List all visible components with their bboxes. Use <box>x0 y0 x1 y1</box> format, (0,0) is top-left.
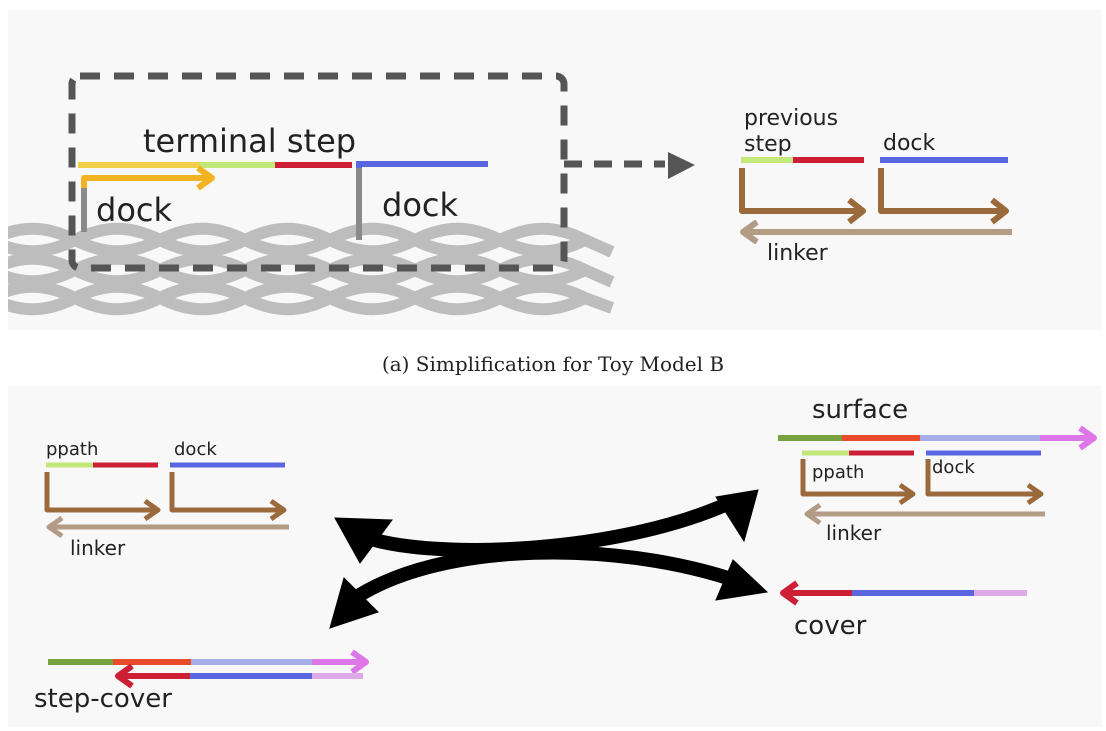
reaction-arrows <box>329 489 769 629</box>
step-cover-magenta-arrow <box>312 649 369 675</box>
linker-label-left: linker <box>70 536 126 560</box>
ppath-label-left: ppath <box>46 439 98 460</box>
dock-label-left: dock <box>96 191 172 229</box>
cover-label: cover <box>794 611 867 641</box>
dock-label-right: dock <box>382 186 458 224</box>
right-brown-arrow-2 <box>925 459 1044 506</box>
dock-label-right-b: dock <box>932 457 975 478</box>
helix-strand <box>8 252 588 288</box>
dock-label-inset: dock <box>883 131 936 156</box>
previous-step-label-line1: previous <box>744 106 838 131</box>
step-cover-red-arrow <box>115 663 190 689</box>
ppath-label-right: ppath <box>812 462 864 483</box>
left-brown-arrow-2 <box>169 472 287 522</box>
origami-helix-bundle <box>8 222 615 316</box>
arrowhead-upper-left <box>334 517 393 564</box>
reaction-arrow-lower <box>348 545 743 606</box>
right-brown-arrow-1 <box>800 459 916 506</box>
dashed-arrow-head <box>668 152 695 179</box>
linker-label-right: linker <box>826 521 882 545</box>
left-brown-arrow-1 <box>44 472 161 522</box>
left-linker-strand <box>46 515 289 539</box>
right-linker-strand <box>804 502 1045 526</box>
dock-label-left-b: dock <box>174 439 217 460</box>
helix-strand <box>8 222 588 258</box>
panel-a-caption: (a) Simplification for Toy Model B <box>382 352 724 376</box>
terminal-step-label: terminal step <box>143 122 356 160</box>
arrowhead-lower-right <box>715 559 769 601</box>
surface-label: surface <box>812 395 908 425</box>
inset-linker-strand <box>740 219 1012 245</box>
arrowhead-lower-left <box>329 577 379 629</box>
surface-magenta-arrow <box>1040 425 1097 451</box>
inset-brown-arrow-left <box>739 168 866 225</box>
previous-step-label-line2: step <box>744 132 792 157</box>
dock-arrow-strand-left <box>81 165 215 191</box>
linker-label-inset: linker <box>767 241 829 266</box>
cover-red-arrow <box>780 580 852 606</box>
step-cover-label: step-cover <box>34 684 172 714</box>
inset-brown-arrow-right <box>878 168 1009 225</box>
arrowhead-upper-right <box>715 489 759 543</box>
dashed-selection-box <box>68 72 568 272</box>
dock-strand-right-blue <box>356 161 488 168</box>
helix-strand <box>8 280 588 316</box>
